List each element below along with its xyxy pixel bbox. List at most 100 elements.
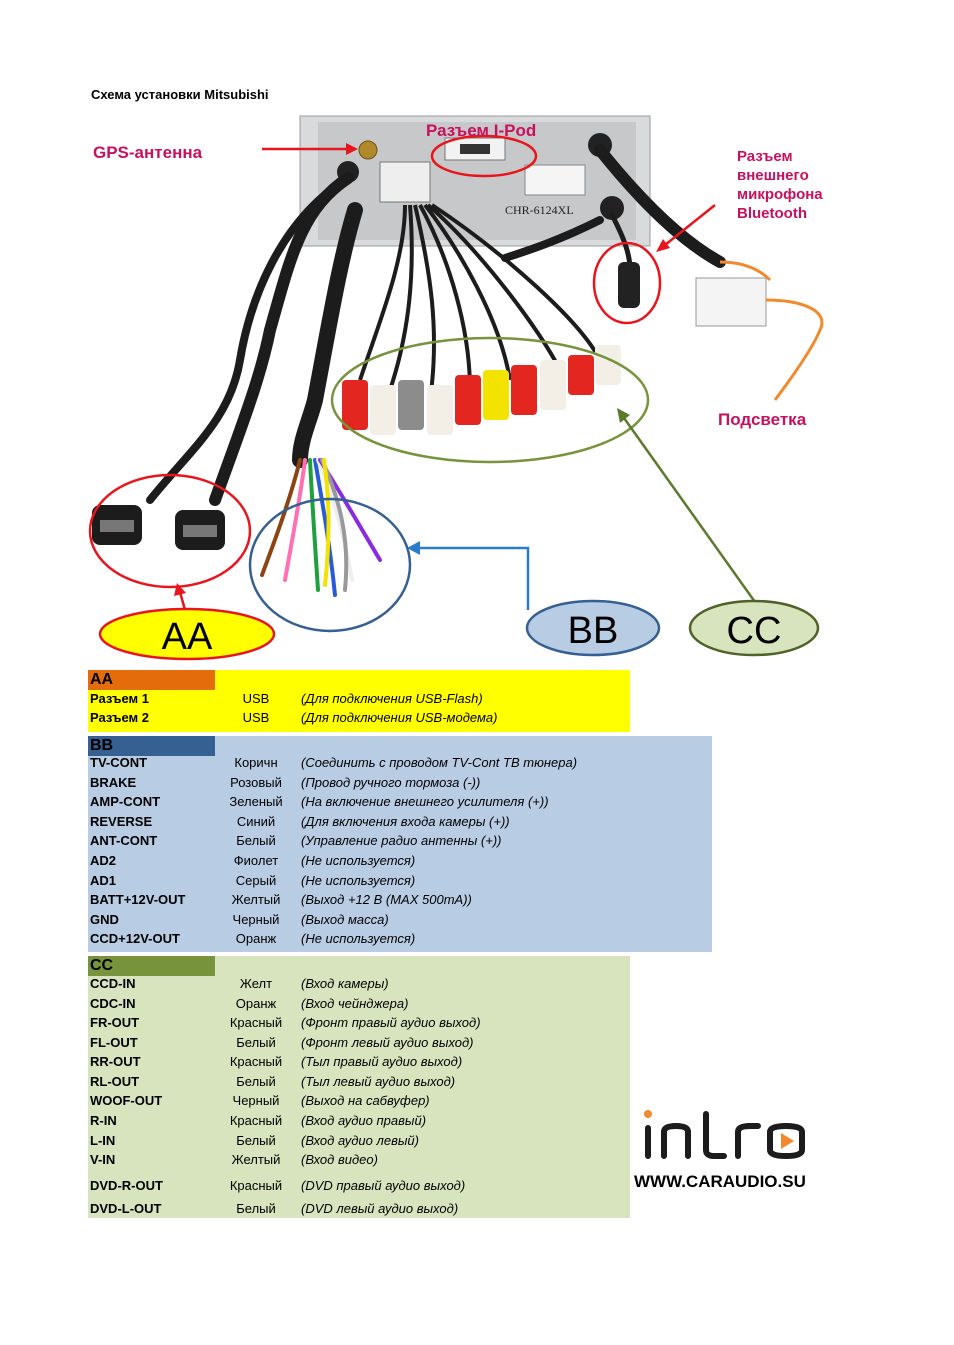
row-desc: (Для подключения USB-Flash) [301, 691, 483, 706]
row-value: Красный [229, 1054, 283, 1069]
row-value: Синий [236, 814, 276, 829]
mic-callout-line1: Разъем [737, 148, 793, 165]
row-name: FL-OUT [90, 1035, 138, 1050]
row-value: Красный [229, 1015, 283, 1030]
row-desc: (Управление радио антенны (+)) [301, 833, 502, 848]
row-name: L-IN [90, 1133, 116, 1148]
wiring-diagram: CHR-6124XL [88, 115, 824, 661]
row-name: AD2 [90, 853, 117, 868]
bubble-aa: AA [162, 616, 213, 658]
row-name: RL-OUT [90, 1074, 140, 1089]
row-desc: (Выход +12 В (MAX 500mA)) [301, 892, 472, 907]
table-row: R-IN Красный (Вход аудио правый) [88, 1111, 630, 1130]
row-name: FR-OUT [90, 1015, 140, 1030]
head-unit: CHR-6124XL [299, 115, 651, 247]
row-value: Оранж [235, 996, 277, 1011]
row-name: RR-OUT [90, 1054, 141, 1069]
table-row: L-IN Белый (Вход аудио левый) [88, 1131, 630, 1150]
unit-model-label: CHR-6124XL [505, 203, 574, 217]
row-desc: (Вход аудио левый) [301, 1133, 419, 1148]
row-value: Желтый [231, 1152, 281, 1167]
table-row: GND Черный (Выход масса) [88, 910, 712, 929]
row-desc: (Тыл правый аудио выход) [301, 1054, 463, 1069]
table-row: RR-OUT Красный (Тыл правый аудио выход) [88, 1052, 630, 1071]
bubble-bb: BB [568, 610, 619, 652]
row-value: Черный [232, 1093, 280, 1108]
row-desc: (Выход масса) [301, 912, 389, 927]
row-value: Черный [232, 912, 280, 927]
row-value: USB [242, 691, 270, 706]
table-row: CDC-IN Оранж (Вход чейнджера) [88, 994, 630, 1013]
mic-callout-line2: внешнего [737, 167, 809, 184]
row-name: TV-CONT [90, 755, 148, 770]
row-name: WOOF-OUT [90, 1093, 163, 1108]
table-row: FR-OUT Красный (Фронт правый аудио выход) [88, 1013, 630, 1032]
row-value: Желтый [231, 892, 281, 907]
row-value: Белый [236, 1133, 276, 1148]
row-desc: (Не используется) [301, 931, 416, 946]
row-name: AD1 [90, 873, 117, 888]
row-desc: (Вход видео) [301, 1152, 378, 1167]
bubble-cc: CC [727, 610, 782, 652]
rca-connectors [342, 345, 621, 435]
row-value: Оранж [235, 931, 277, 946]
table-cc-header: CC [88, 956, 215, 976]
intro-logo [644, 1110, 805, 1160]
row-desc: (Вход аудио правый) [301, 1113, 427, 1128]
table-row: RL-OUT Белый (Тыл левый аудио выход) [88, 1072, 630, 1091]
row-desc: (DVD левый аудио выход) [301, 1201, 459, 1216]
row-value: Белый [236, 1035, 276, 1050]
table-row: Разъем 2 USB (Для подключения USB-модема) [88, 708, 630, 727]
row-name: GND [90, 912, 119, 927]
row-desc: (Тыл левый аудио выход) [301, 1074, 456, 1089]
row-desc: (Вход чейнджера) [301, 996, 409, 1011]
row-desc: (DVD правый аудио выход) [301, 1178, 466, 1193]
row-desc: (Соединить с проводом TV-Cont ТВ тюнера) [301, 755, 578, 770]
row-value: Белый [236, 1201, 276, 1216]
row-desc: (Вход камеры) [301, 976, 389, 991]
row-name: REVERSE [90, 814, 153, 829]
row-name: ANT-CONT [90, 833, 158, 848]
row-name: BRAKE [90, 775, 137, 790]
row-desc: (Провод ручного тормоза (-)) [301, 775, 481, 790]
mic-callout-line4: Bluetooth [737, 205, 807, 222]
table-row: CCD-IN Желт (Вход камеры) [88, 974, 630, 993]
row-desc: (Фронт левый аудио выход) [301, 1035, 474, 1050]
row-desc: (Выход на сабвуфер) [301, 1093, 430, 1108]
website-url: WWW.CARAUDIO.SU [634, 1172, 806, 1191]
row-name: R-IN [90, 1113, 117, 1128]
row-value: Фиолет [233, 853, 279, 868]
row-name: CCD-IN [90, 976, 136, 991]
row-desc: (Фронт правый аудио выход) [301, 1015, 481, 1030]
mic-callout-line3: микрофона [737, 186, 823, 203]
row-value: Белый [236, 833, 276, 848]
row-desc: (Для подключения USB-модема) [301, 710, 498, 725]
row-value: Красный [229, 1113, 283, 1128]
row-desc: (Не используется) [301, 853, 416, 868]
table-row: AD2 Фиолет (Не используется) [88, 851, 712, 870]
usb-connectors [92, 505, 225, 550]
row-name: CDC-IN [90, 996, 136, 1011]
row-name: DVD-R-OUT [90, 1178, 163, 1193]
page-title: Схема установки Mitsubishi [91, 87, 269, 102]
table-aa-header: AA [88, 670, 215, 690]
table-bb-header: BB [88, 736, 215, 756]
row-value: Зеленый [229, 794, 283, 809]
table-cc: CC CCD-IN Желт (Вход камеры) CDC-IN Оранж (Вх… [88, 956, 630, 1218]
row-value: USB [242, 710, 270, 725]
table-row: FL-OUT Белый (Фронт левый аудио выход) [88, 1033, 630, 1052]
row-desc: (Не используется) [301, 873, 416, 888]
row-name: Разъем 2 [90, 710, 150, 725]
row-value: Белый [236, 1074, 276, 1089]
row-value: Желт [239, 976, 273, 991]
